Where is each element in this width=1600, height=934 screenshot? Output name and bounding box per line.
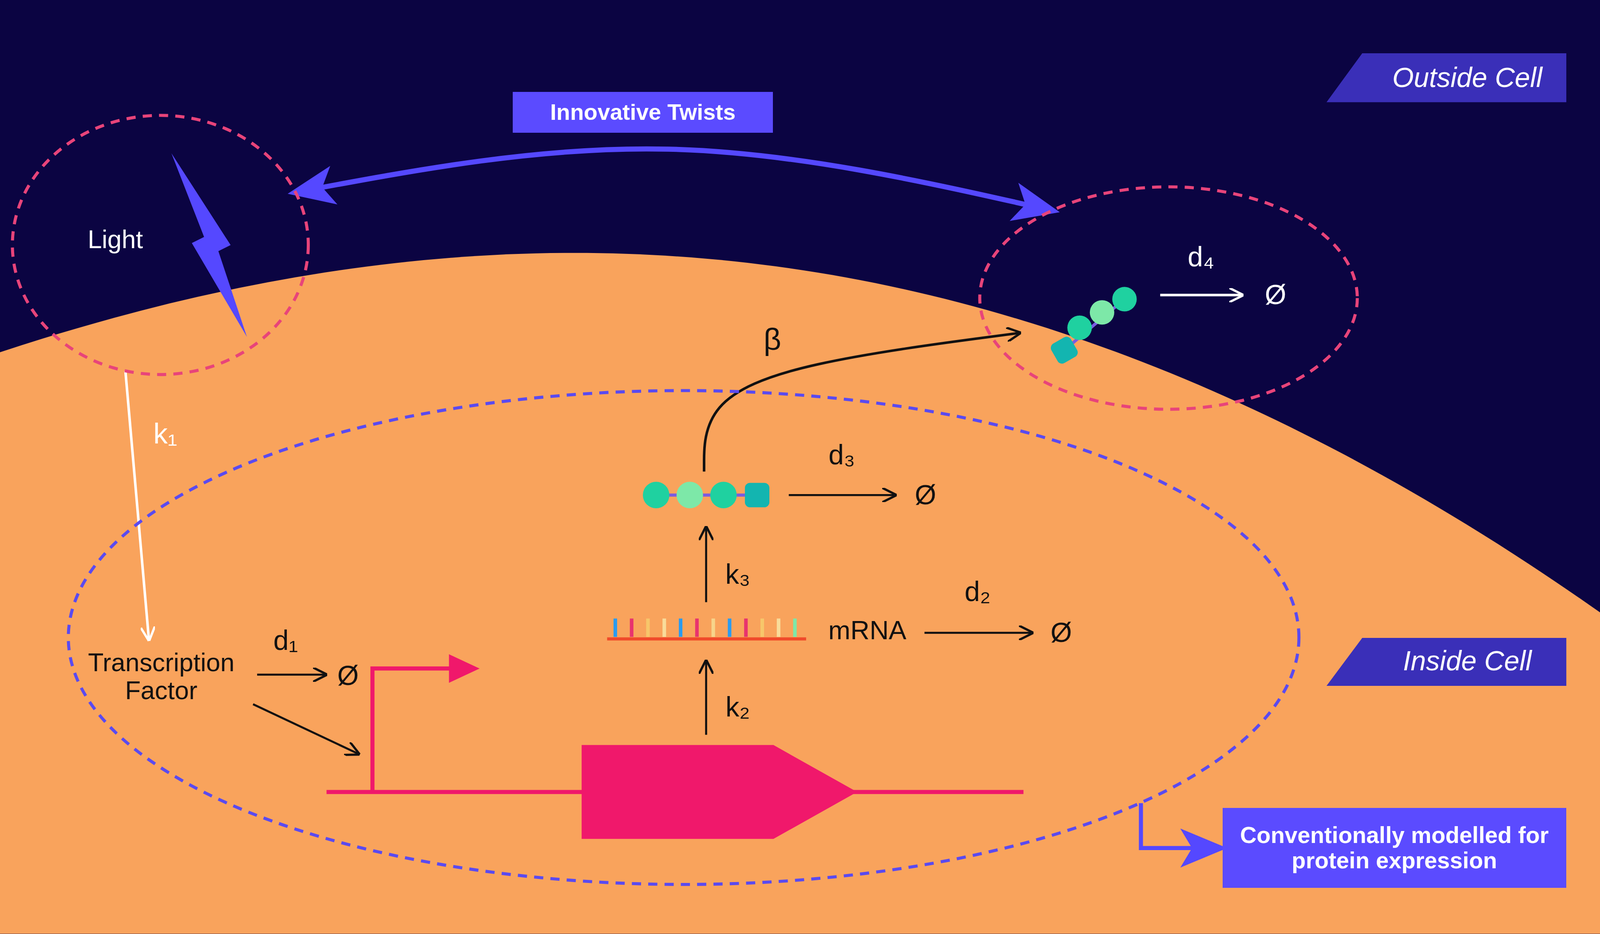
text-holder: mRNA [828, 616, 907, 646]
decay-arrow [788, 494, 896, 497]
tab-shape [1326, 53, 1567, 103]
text-holder: Transcription Factor [59, 648, 264, 705]
protein-bead [710, 481, 737, 509]
mrna-base [695, 618, 699, 637]
promoter-head [448, 654, 480, 683]
connector [295, 148, 1053, 211]
rate-label: k₁ [153, 417, 178, 450]
node-text: Transcription Factor [59, 648, 264, 705]
protein-link [656, 493, 758, 497]
text-holder: Outside Cell [1392, 62, 1543, 93]
mrna-base [792, 618, 797, 637]
text-holder: d₂ [964, 576, 991, 607]
text-holder: Ø [337, 660, 359, 691]
text-holder: Light [87, 225, 143, 254]
secretion-circle: d₄ Ø [976, 183, 1361, 413]
node-text: Ø [1264, 279, 1287, 310]
edge-label: k₁ [153, 417, 178, 450]
mrna-base [646, 618, 650, 637]
text-holder: k₂ [725, 692, 750, 723]
expression-region-outline [65, 387, 1303, 888]
light-input-circle: Light [9, 112, 312, 378]
mrna-base [678, 618, 683, 637]
lightning-bolt [171, 153, 247, 337]
text-holder: Ø [1050, 617, 1072, 648]
mrna-base [711, 618, 716, 637]
mrna-base [744, 618, 748, 637]
promoter-arrow [372, 668, 452, 793]
node-text: Ø [1050, 617, 1072, 648]
node-text: Inside Cell [1402, 645, 1532, 677]
note-box: Conventionally modelled for protein expr… [1222, 807, 1567, 888]
dashed-outline [979, 186, 1358, 410]
text-holder: d₄ [1187, 241, 1215, 273]
decay-arrow [1160, 293, 1243, 297]
protein-bead [676, 481, 704, 509]
node-text: k₂ [725, 692, 750, 723]
connector [125, 371, 149, 641]
node-text: d₂ [964, 576, 991, 607]
protein-bead [642, 481, 670, 509]
activation-arrow [253, 704, 360, 755]
node-text: d₃ [828, 439, 856, 471]
mrna-base [760, 618, 765, 637]
node-text: d₁ [273, 625, 298, 656]
mrna-base [727, 618, 732, 637]
protein-bead [1067, 315, 1092, 341]
translation-arrow [704, 526, 708, 602]
node-text: d₄ [1187, 241, 1215, 273]
transcription-arrow [704, 660, 708, 736]
mrna-base [776, 618, 781, 637]
text-holder: Ø [914, 479, 937, 511]
text-holder: Conventionally modelled for protein expr… [1238, 822, 1550, 874]
label-box: Innovative Twists [512, 91, 773, 133]
protein-bead [1089, 300, 1115, 325]
node-text: Outside Cell [1392, 62, 1543, 93]
mrna-base [629, 618, 634, 637]
protein-bead [1112, 286, 1137, 312]
dashed-outline [12, 115, 309, 375]
expression-region: Transcription Factord₁Øk₂mRNAd₂Øk₃d₃Ø [65, 387, 1303, 888]
edge-label: Innovative Twists [550, 99, 736, 125]
node-text: Ø [337, 660, 359, 691]
edge-label: β [763, 322, 782, 357]
decay-arrow [257, 673, 327, 676]
node-text: mRNA [828, 616, 907, 646]
connector [1140, 803, 1220, 848]
text-holder: Ø [1264, 279, 1287, 310]
node-text: Ø [914, 479, 937, 511]
secretion-circle-outline [976, 183, 1361, 413]
gene-block [581, 744, 858, 839]
mrna-base [613, 618, 618, 637]
region-tab: Inside Cell [1326, 637, 1567, 686]
protein-bead [744, 483, 770, 508]
region-tab: Outside Cell [1326, 53, 1567, 103]
node-text: Conventionally modelled for protein expr… [1238, 822, 1550, 874]
decay-arrow [924, 631, 1033, 634]
node-text: Light [87, 225, 143, 254]
protein-bead [1049, 334, 1080, 366]
node-text: k₃ [725, 559, 751, 590]
mrna-backbone [607, 637, 807, 641]
mrna-bases [615, 618, 796, 637]
text-holder: k₃ [725, 559, 751, 590]
text-holder: d₃ [828, 439, 856, 471]
dashed-outline [68, 390, 1300, 885]
rate-label: β [763, 322, 782, 357]
light-input-circle-outline [9, 112, 312, 378]
tab-shape [1326, 637, 1567, 686]
mrna-base [662, 618, 666, 637]
text-holder: Inside Cell [1402, 645, 1532, 677]
text-holder: d₁ [273, 625, 298, 656]
